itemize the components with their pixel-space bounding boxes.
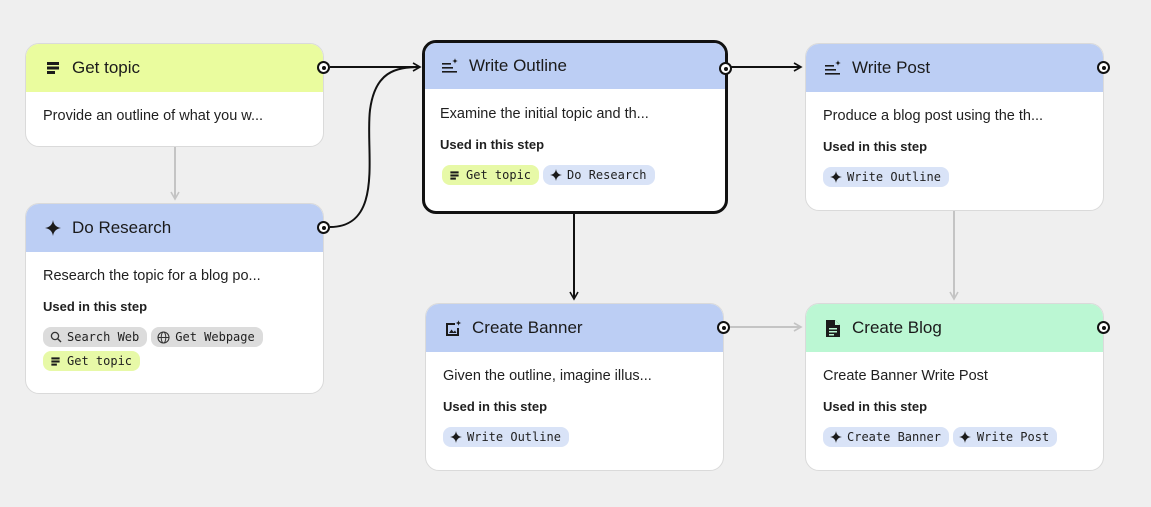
node-get-topic[interactable]: Get topic Provide an outline of what you… bbox=[25, 43, 330, 147]
node-description: Create Banner Write Post bbox=[823, 368, 988, 384]
node-header[interactable]: Do Research bbox=[26, 204, 323, 252]
sparkle-icon bbox=[829, 171, 842, 184]
node-title: Write Outline bbox=[469, 56, 567, 75]
chip-create-banner[interactable]: Create Banner bbox=[823, 427, 949, 447]
node-description: Examine the initial topic and th... bbox=[440, 106, 649, 122]
chip-write-outline[interactable]: Write Outline bbox=[443, 427, 569, 447]
used-in-step-label: Used in this step bbox=[823, 139, 928, 154]
node-description: Produce a blog post using the th... bbox=[823, 108, 1044, 124]
text-spark-icon bbox=[441, 57, 459, 75]
node-header[interactable]: Get topic bbox=[26, 44, 323, 92]
output-port[interactable] bbox=[719, 62, 732, 75]
node-title: Do Research bbox=[72, 218, 172, 237]
node-header[interactable]: Create Banner bbox=[426, 304, 723, 352]
sparkle-icon bbox=[829, 431, 842, 444]
chip-do-research[interactable]: Do Research bbox=[543, 165, 655, 185]
text-block-icon bbox=[44, 59, 62, 77]
text-block-icon bbox=[448, 169, 461, 182]
chip-write-outline[interactable]: Write Outline bbox=[823, 167, 949, 187]
chip-get-webpage[interactable]: Get Webpage bbox=[151, 327, 263, 347]
used-in-step-label: Used in this step bbox=[43, 299, 148, 314]
node-create-banner[interactable]: Create Banner Given the outline, imagine… bbox=[425, 303, 730, 471]
output-port[interactable] bbox=[717, 321, 730, 334]
sparkle-icon bbox=[959, 431, 972, 444]
output-port[interactable] bbox=[317, 61, 330, 74]
node-title: Create Banner bbox=[472, 318, 583, 337]
document-icon bbox=[824, 319, 842, 337]
node-title: Write Post bbox=[852, 58, 931, 77]
text-block-icon bbox=[49, 355, 62, 368]
used-in-step-label: Used in this step bbox=[443, 399, 548, 414]
sparkle-icon bbox=[449, 431, 462, 444]
chip-get-topic[interactable]: Get topic bbox=[43, 351, 141, 371]
node-write-outline[interactable]: Write Outline Examine the initial topic … bbox=[422, 40, 732, 214]
chip-label: Get topic bbox=[67, 354, 133, 368]
node-write-post[interactable]: Write Post Produce a blog post using the… bbox=[805, 43, 1110, 211]
chip-search-web[interactable]: Search Web bbox=[43, 327, 148, 347]
search-icon bbox=[49, 331, 62, 344]
text-spark-icon bbox=[824, 59, 842, 77]
sparkle-icon bbox=[44, 219, 62, 237]
sparkle-icon bbox=[549, 169, 562, 182]
chip-label: Get topic bbox=[466, 168, 532, 182]
node-do-research[interactable]: Do Research Research the topic for a blo… bbox=[25, 203, 330, 394]
chip-label: Write Post bbox=[976, 430, 1050, 444]
output-port[interactable] bbox=[1097, 321, 1110, 334]
node-description: Provide an outline of what you w... bbox=[43, 108, 264, 124]
node-header[interactable]: Create Blog bbox=[806, 304, 1103, 352]
node-create-blog[interactable]: Create Blog Create Banner Write Post Use… bbox=[805, 303, 1110, 471]
chip-label: Write Outline bbox=[467, 430, 561, 444]
node-header[interactable]: Write Post bbox=[806, 44, 1103, 92]
chip-label: Write Outline bbox=[847, 170, 941, 184]
globe-icon bbox=[157, 330, 170, 344]
chip-write-post[interactable]: Write Post bbox=[952, 427, 1058, 447]
edge-do-research-to-write-outline[interactable] bbox=[329, 66, 421, 228]
node-header[interactable]: Write Outline bbox=[425, 43, 725, 89]
node-title: Create Blog bbox=[852, 318, 942, 337]
chip-label: Do Research bbox=[567, 168, 647, 182]
chip-label: Search Web bbox=[67, 330, 140, 344]
chip-label: Create Banner bbox=[847, 430, 941, 444]
image-spark-icon bbox=[444, 319, 462, 337]
used-in-step-label: Used in this step bbox=[440, 137, 545, 152]
output-port[interactable] bbox=[1097, 61, 1110, 74]
node-description: Research the topic for a blog po... bbox=[43, 268, 261, 284]
output-port[interactable] bbox=[317, 221, 330, 234]
used-in-step-label: Used in this step bbox=[823, 399, 928, 414]
node-description: Given the outline, imagine illus... bbox=[443, 368, 652, 384]
chip-get-topic[interactable]: Get topic bbox=[442, 165, 540, 185]
node-title: Get topic bbox=[72, 58, 141, 77]
chip-label: Get Webpage bbox=[175, 330, 255, 344]
